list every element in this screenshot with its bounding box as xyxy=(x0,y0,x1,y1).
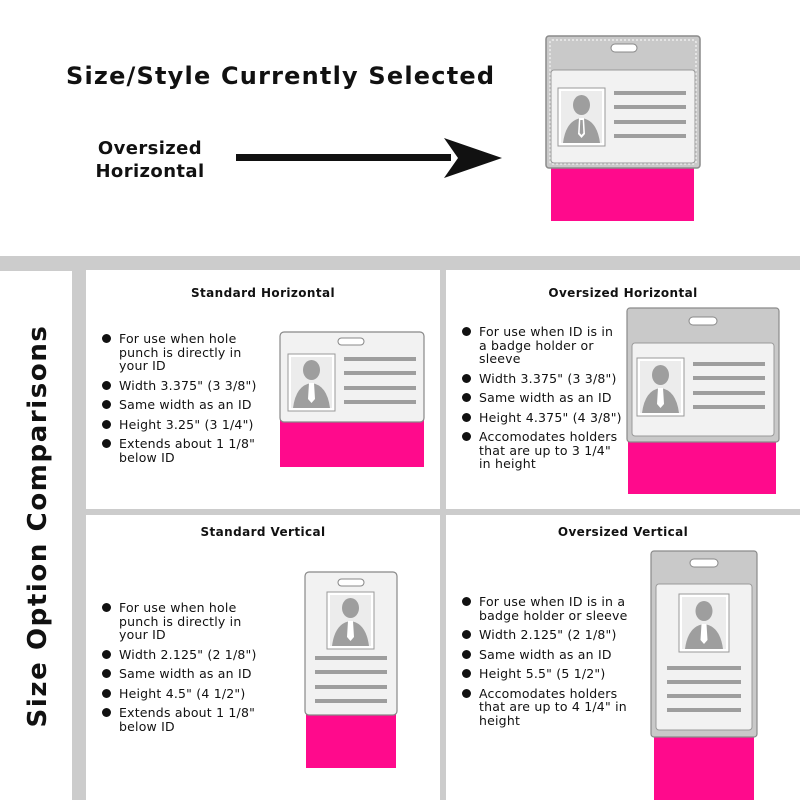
list-item: For use when ID is in a badge holder or … xyxy=(459,595,634,622)
panel-title: Oversized Vertical xyxy=(557,525,689,539)
feature-list: For use when hole punch is directly in y… xyxy=(99,332,264,470)
list-item: Same width as an ID xyxy=(459,647,634,662)
list-item: Height 5.5" (5 1/2") xyxy=(459,667,634,681)
list-item: For use when ID is in a badge holder or … xyxy=(459,325,624,366)
selected-style-label: Oversized Horizontal xyxy=(60,137,240,183)
feature-list: For use when ID is in a badge holder or … xyxy=(459,325,624,477)
list-item: Same width as an ID xyxy=(99,667,274,681)
side-title: Size Option Comparisons xyxy=(23,325,53,728)
list-item: Width 2.125" (2 1/8") xyxy=(459,628,634,642)
slot-hole-icon xyxy=(337,337,365,346)
text-lines xyxy=(614,91,686,138)
list-item: Extends about 1 1/8" below ID xyxy=(99,437,264,464)
panel-standard-vertical: Standard Vertical For use when hole punc… xyxy=(86,515,440,800)
standard-horizontal-badge xyxy=(279,331,425,467)
list-item: Extends about 1 1/8" below ID xyxy=(99,706,274,733)
panel-oversized-horizontal: Oversized Horizontal For use when ID is … xyxy=(446,270,800,509)
list-item: Height 4.375" (4 3/8") xyxy=(459,410,624,425)
list-item: Accomodates holders that are up to 3 1/4… xyxy=(459,430,624,471)
selected-badge-illustration xyxy=(545,35,701,221)
panel-title: Standard Horizontal xyxy=(190,286,336,300)
standard-vertical-badge xyxy=(304,571,398,768)
oversized-vertical-badge xyxy=(650,550,758,800)
badge-extension xyxy=(551,168,694,221)
list-item: For use when hole punch is directly in y… xyxy=(99,601,274,642)
list-item: Width 2.125" (2 1/8") xyxy=(99,647,274,662)
person-silhouette-icon xyxy=(678,593,730,653)
panel-title: Oversized Horizontal xyxy=(548,286,698,300)
comparison-grid: Standard Horizontal For use when hole pu… xyxy=(72,256,800,800)
slot-hole-icon xyxy=(689,558,719,568)
feature-list: For use when ID is in a badge holder or … xyxy=(459,595,634,733)
list-item: Same width as an ID xyxy=(99,398,264,412)
list-item: Height 4.5" (4 1/2") xyxy=(99,686,274,701)
list-item: Accomodates holders that are up to 4 1/4… xyxy=(459,686,634,728)
slot-hole-icon xyxy=(610,43,638,53)
person-silhouette-icon xyxy=(326,591,375,650)
selected-style-line1: Oversized xyxy=(97,138,203,159)
panel-oversized-vertical: Oversized Vertical For use when ID is in… xyxy=(446,515,800,800)
feature-list: For use when hole punch is directly in y… xyxy=(99,601,274,739)
person-silhouette-icon xyxy=(287,353,336,412)
person-silhouette-icon xyxy=(557,87,606,147)
right-arrow-icon xyxy=(236,138,502,178)
person-silhouette-icon xyxy=(636,357,685,417)
panel-standard-horizontal: Standard Horizontal For use when hole pu… xyxy=(86,270,440,509)
page-title: Size/Style Currently Selected xyxy=(66,62,496,90)
list-item: Width 3.375" (3 3/8") xyxy=(99,378,264,393)
oversized-horizontal-badge xyxy=(626,307,780,494)
list-item: Same width as an ID xyxy=(459,391,624,405)
selected-style-line2: Horizontal xyxy=(95,161,205,182)
list-item: For use when hole punch is directly in y… xyxy=(99,332,264,373)
panel-title: Standard Vertical xyxy=(200,525,326,539)
slot-hole-icon xyxy=(337,578,365,587)
side-title-text: Size Option Comparisons xyxy=(23,325,53,728)
list-item: Height 3.25" (3 1/4") xyxy=(99,417,264,432)
list-item: Width 3.375" (3 3/8") xyxy=(459,371,624,386)
slot-hole-icon xyxy=(688,316,718,326)
